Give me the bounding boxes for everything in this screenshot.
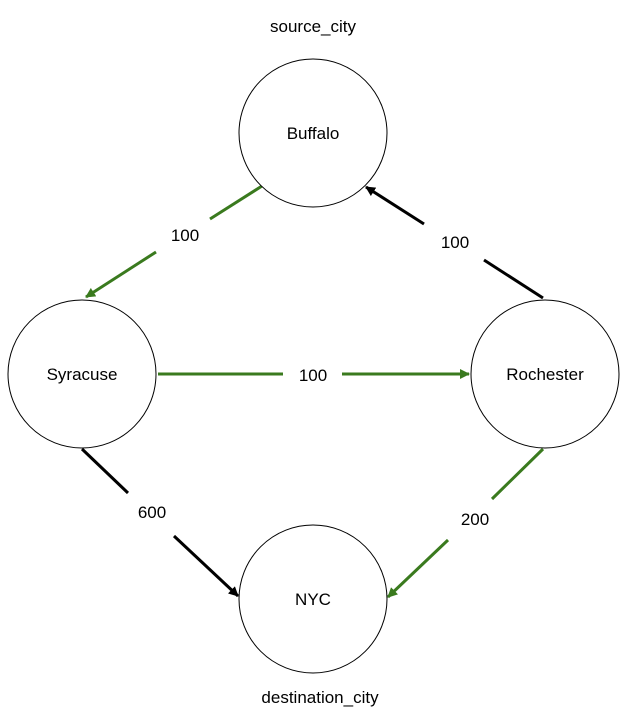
edge-weight-label: 600 bbox=[138, 503, 166, 522]
node-label: Syracuse bbox=[47, 365, 118, 384]
destination-city-label: destination_city bbox=[261, 688, 379, 707]
edge-syracuse-rochester: 100 bbox=[158, 366, 470, 385]
node-buffalo[interactable]: Buffalo bbox=[238, 58, 388, 208]
node-label: NYC bbox=[295, 590, 331, 609]
node-nyc[interactable]: NYC bbox=[238, 524, 388, 674]
node-rochester[interactable]: Rochester bbox=[470, 299, 620, 449]
edge-rochester-buffalo: 100 bbox=[365, 185, 544, 300]
edge-rochester-nyc: 200 bbox=[386, 447, 545, 599]
edge-weight-label: 100 bbox=[299, 366, 327, 385]
edge-weight-label: 200 bbox=[461, 510, 489, 529]
node-label: Rochester bbox=[506, 365, 584, 384]
edge-buffalo-syracuse: 100 bbox=[85, 184, 263, 299]
edge-syracuse-nyc: 600 bbox=[80, 447, 240, 598]
edge-weight-label: 100 bbox=[441, 233, 469, 252]
edge-weight-label: 100 bbox=[171, 226, 199, 245]
source-city-label: source_city bbox=[270, 17, 356, 36]
node-syracuse[interactable]: Syracuse bbox=[7, 299, 157, 449]
node-label: Buffalo bbox=[287, 124, 340, 143]
